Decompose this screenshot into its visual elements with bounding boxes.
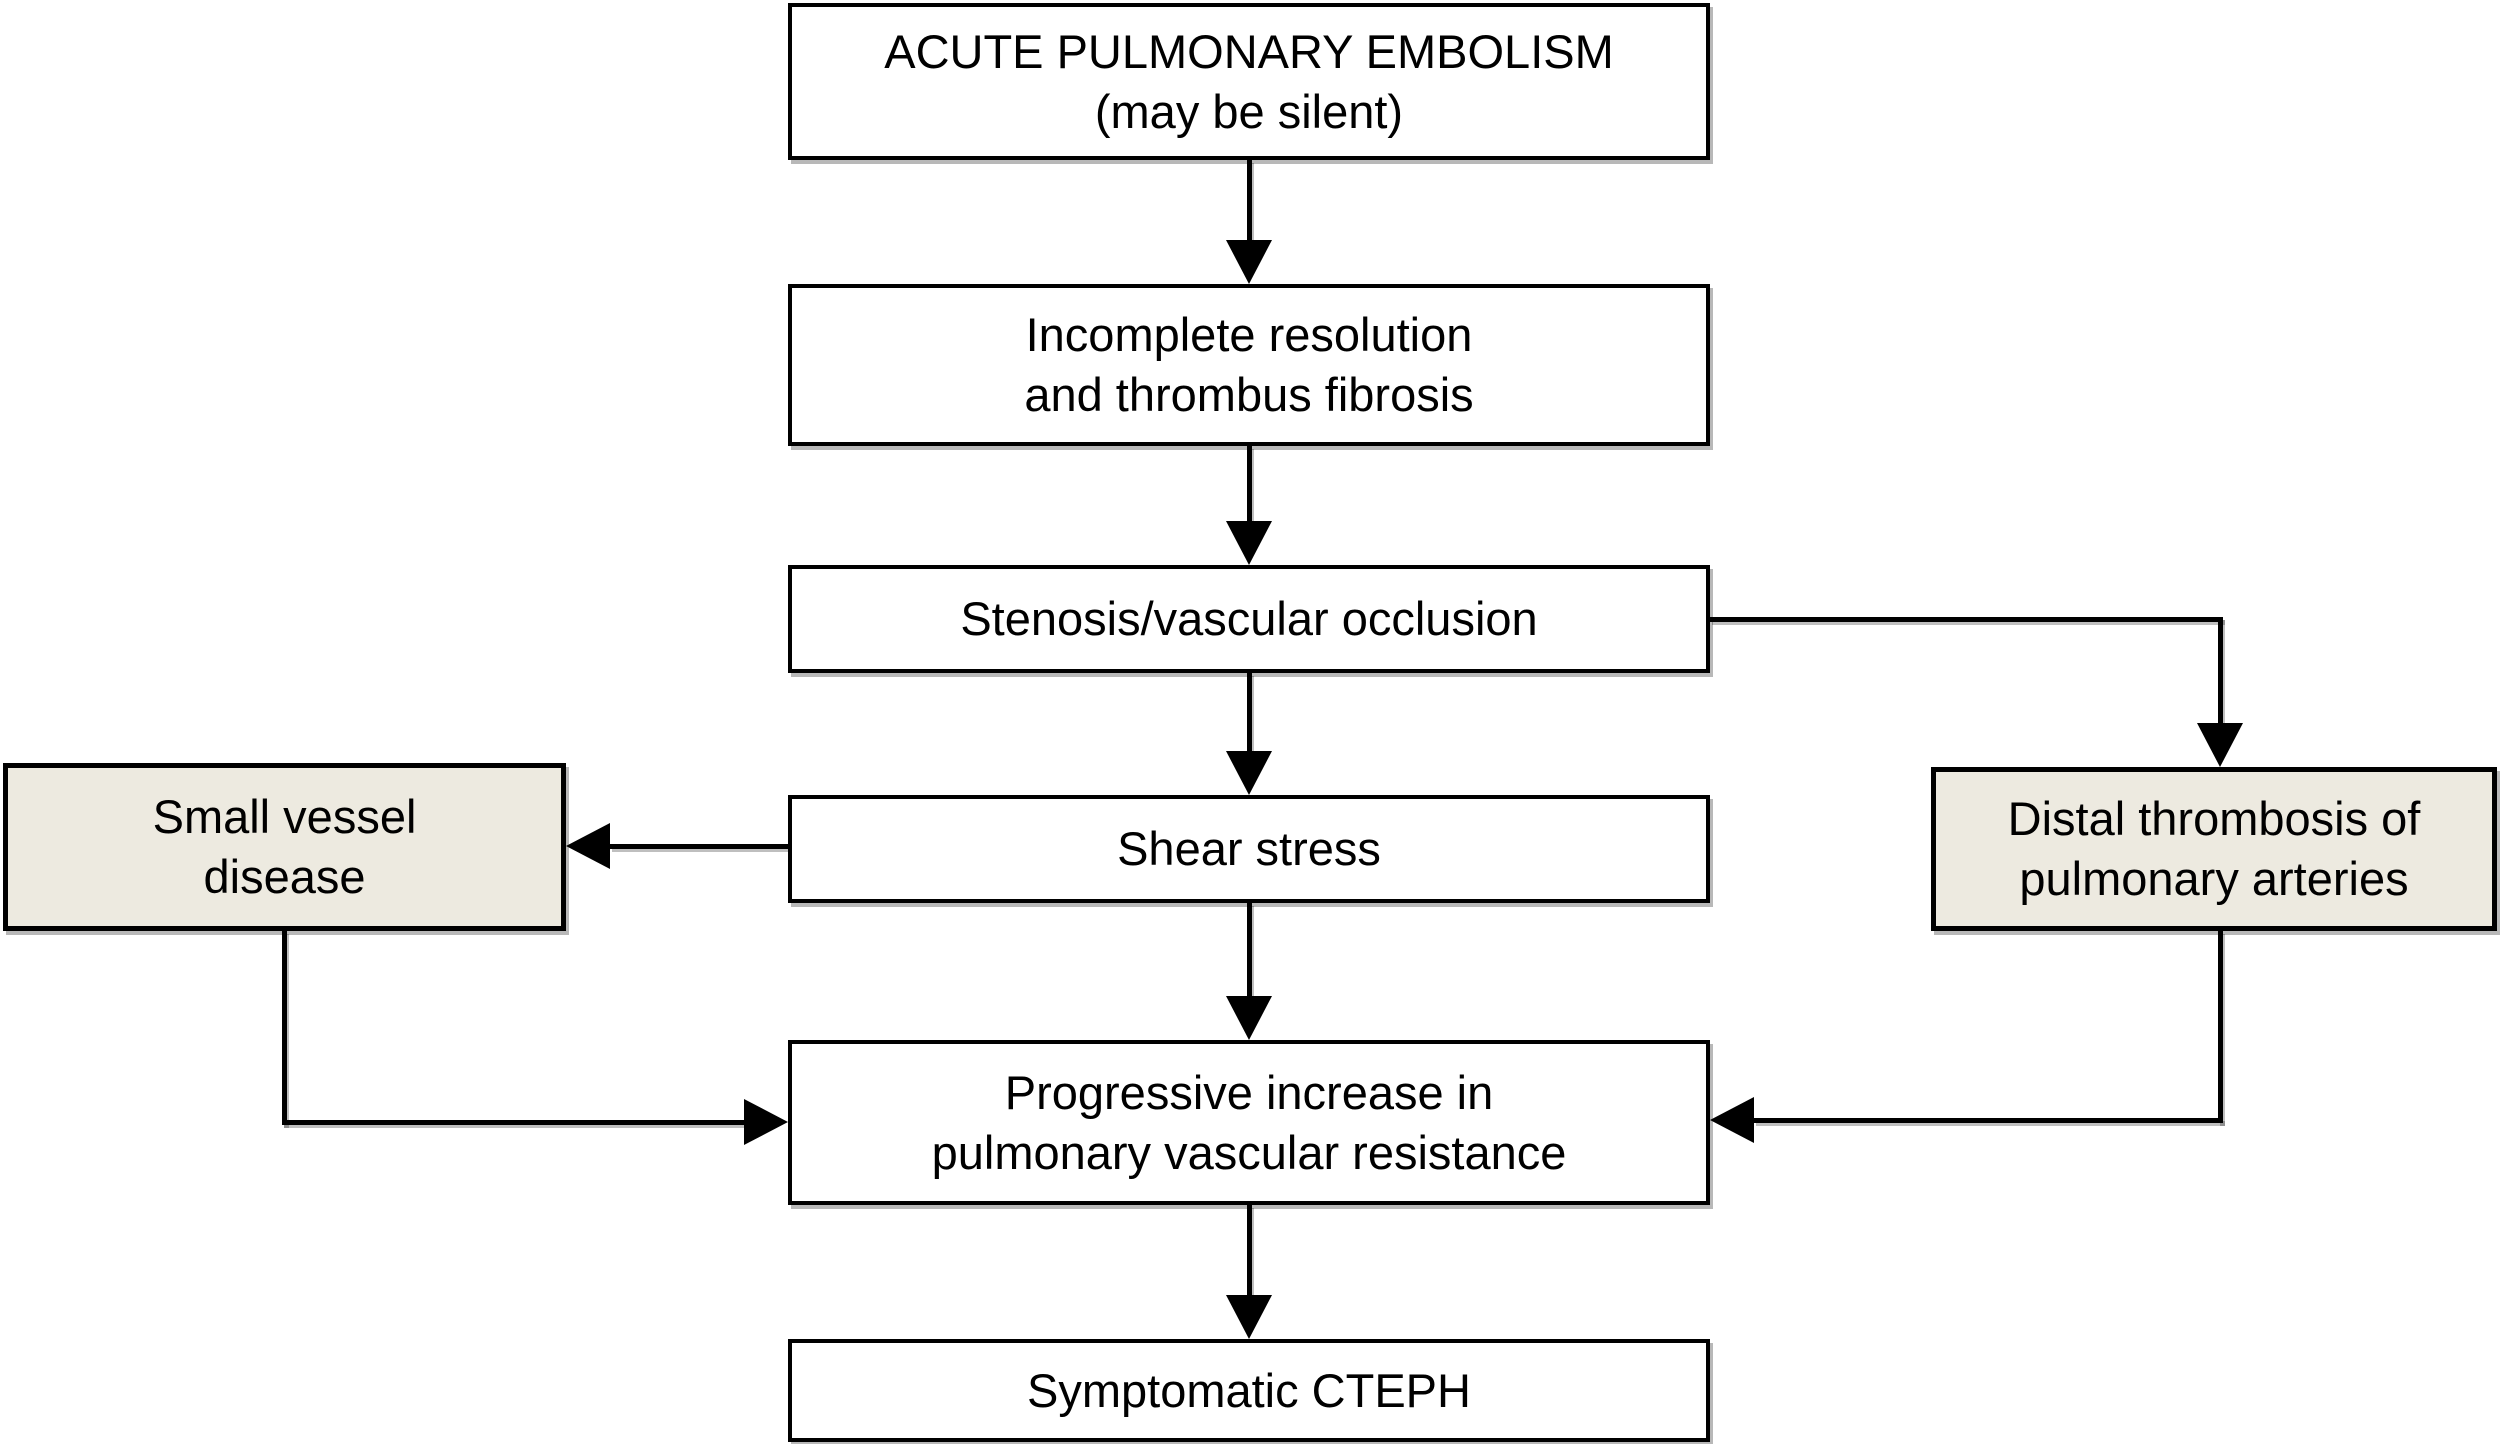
arrowhead-down-icon xyxy=(1226,240,1272,284)
arrowhead-down-icon xyxy=(1226,1295,1272,1339)
node-symptomatic-cteph: Symptomatic CTEPH xyxy=(788,1339,1710,1442)
node-label: Progressive increase in pulmonary vascul… xyxy=(931,1065,1567,1179)
node-label: Stenosis/vascular occlusion xyxy=(960,592,1538,646)
node-label: ACUTE PULMONARY EMBOLISM (may be silent) xyxy=(884,24,1614,138)
arrowhead-down-icon xyxy=(1226,521,1272,565)
edge-progressive-to-symptomatic-line xyxy=(1247,1205,1252,1297)
edge-distal-to-progressive-vline xyxy=(2218,931,2223,1123)
edge-distal-to-progressive-hline xyxy=(1754,1118,2223,1123)
edge-stenosis-to-distal-vline xyxy=(2218,617,2223,725)
arrowhead-left-icon xyxy=(1710,1097,1754,1143)
arrowhead-down-icon xyxy=(1226,996,1272,1040)
arrowhead-right-icon xyxy=(744,1099,788,1145)
node-label: Distal thrombosis of pulmonary arteries xyxy=(2007,792,2421,905)
edge-stenosis-to-distal-hline xyxy=(1710,617,2223,622)
edge-incomplete-to-stenosis-line xyxy=(1247,446,1252,523)
node-shear-stress: Shear stress xyxy=(788,795,1710,903)
node-small-vessel-disease: Small vessel disease xyxy=(3,763,566,931)
arrowhead-left-icon xyxy=(566,823,610,869)
node-label: Symptomatic CTEPH xyxy=(1027,1363,1471,1417)
edge-acute-to-incomplete-line xyxy=(1247,160,1252,242)
edge-smallvessel-to-progressive-hline xyxy=(282,1120,744,1125)
arrowhead-down-icon xyxy=(2197,723,2243,767)
node-label: Shear stress xyxy=(1117,822,1381,876)
edge-smallvessel-to-progressive-vline xyxy=(282,931,287,1125)
node-label: Incomplete resolution and thrombus fibro… xyxy=(1024,308,1474,421)
node-progressive-increase-pvr: Progressive increase in pulmonary vascul… xyxy=(788,1040,1710,1205)
node-acute-pulmonary-embolism: ACUTE PULMONARY EMBOLISM (may be silent) xyxy=(788,3,1710,160)
arrowhead-down-icon xyxy=(1226,751,1272,795)
node-distal-thrombosis: Distal thrombosis of pulmonary arteries xyxy=(1931,767,2497,931)
edge-shear-to-progressive-line xyxy=(1247,903,1252,998)
node-incomplete-resolution: Incomplete resolution and thrombus fibro… xyxy=(788,284,1710,446)
node-stenosis-vascular-occlusion: Stenosis/vascular occlusion xyxy=(788,565,1710,673)
edge-stenosis-to-shear-line xyxy=(1247,673,1252,753)
node-label: Small vessel disease xyxy=(152,790,417,903)
edge-shear-to-smallvessel-line xyxy=(610,844,788,849)
